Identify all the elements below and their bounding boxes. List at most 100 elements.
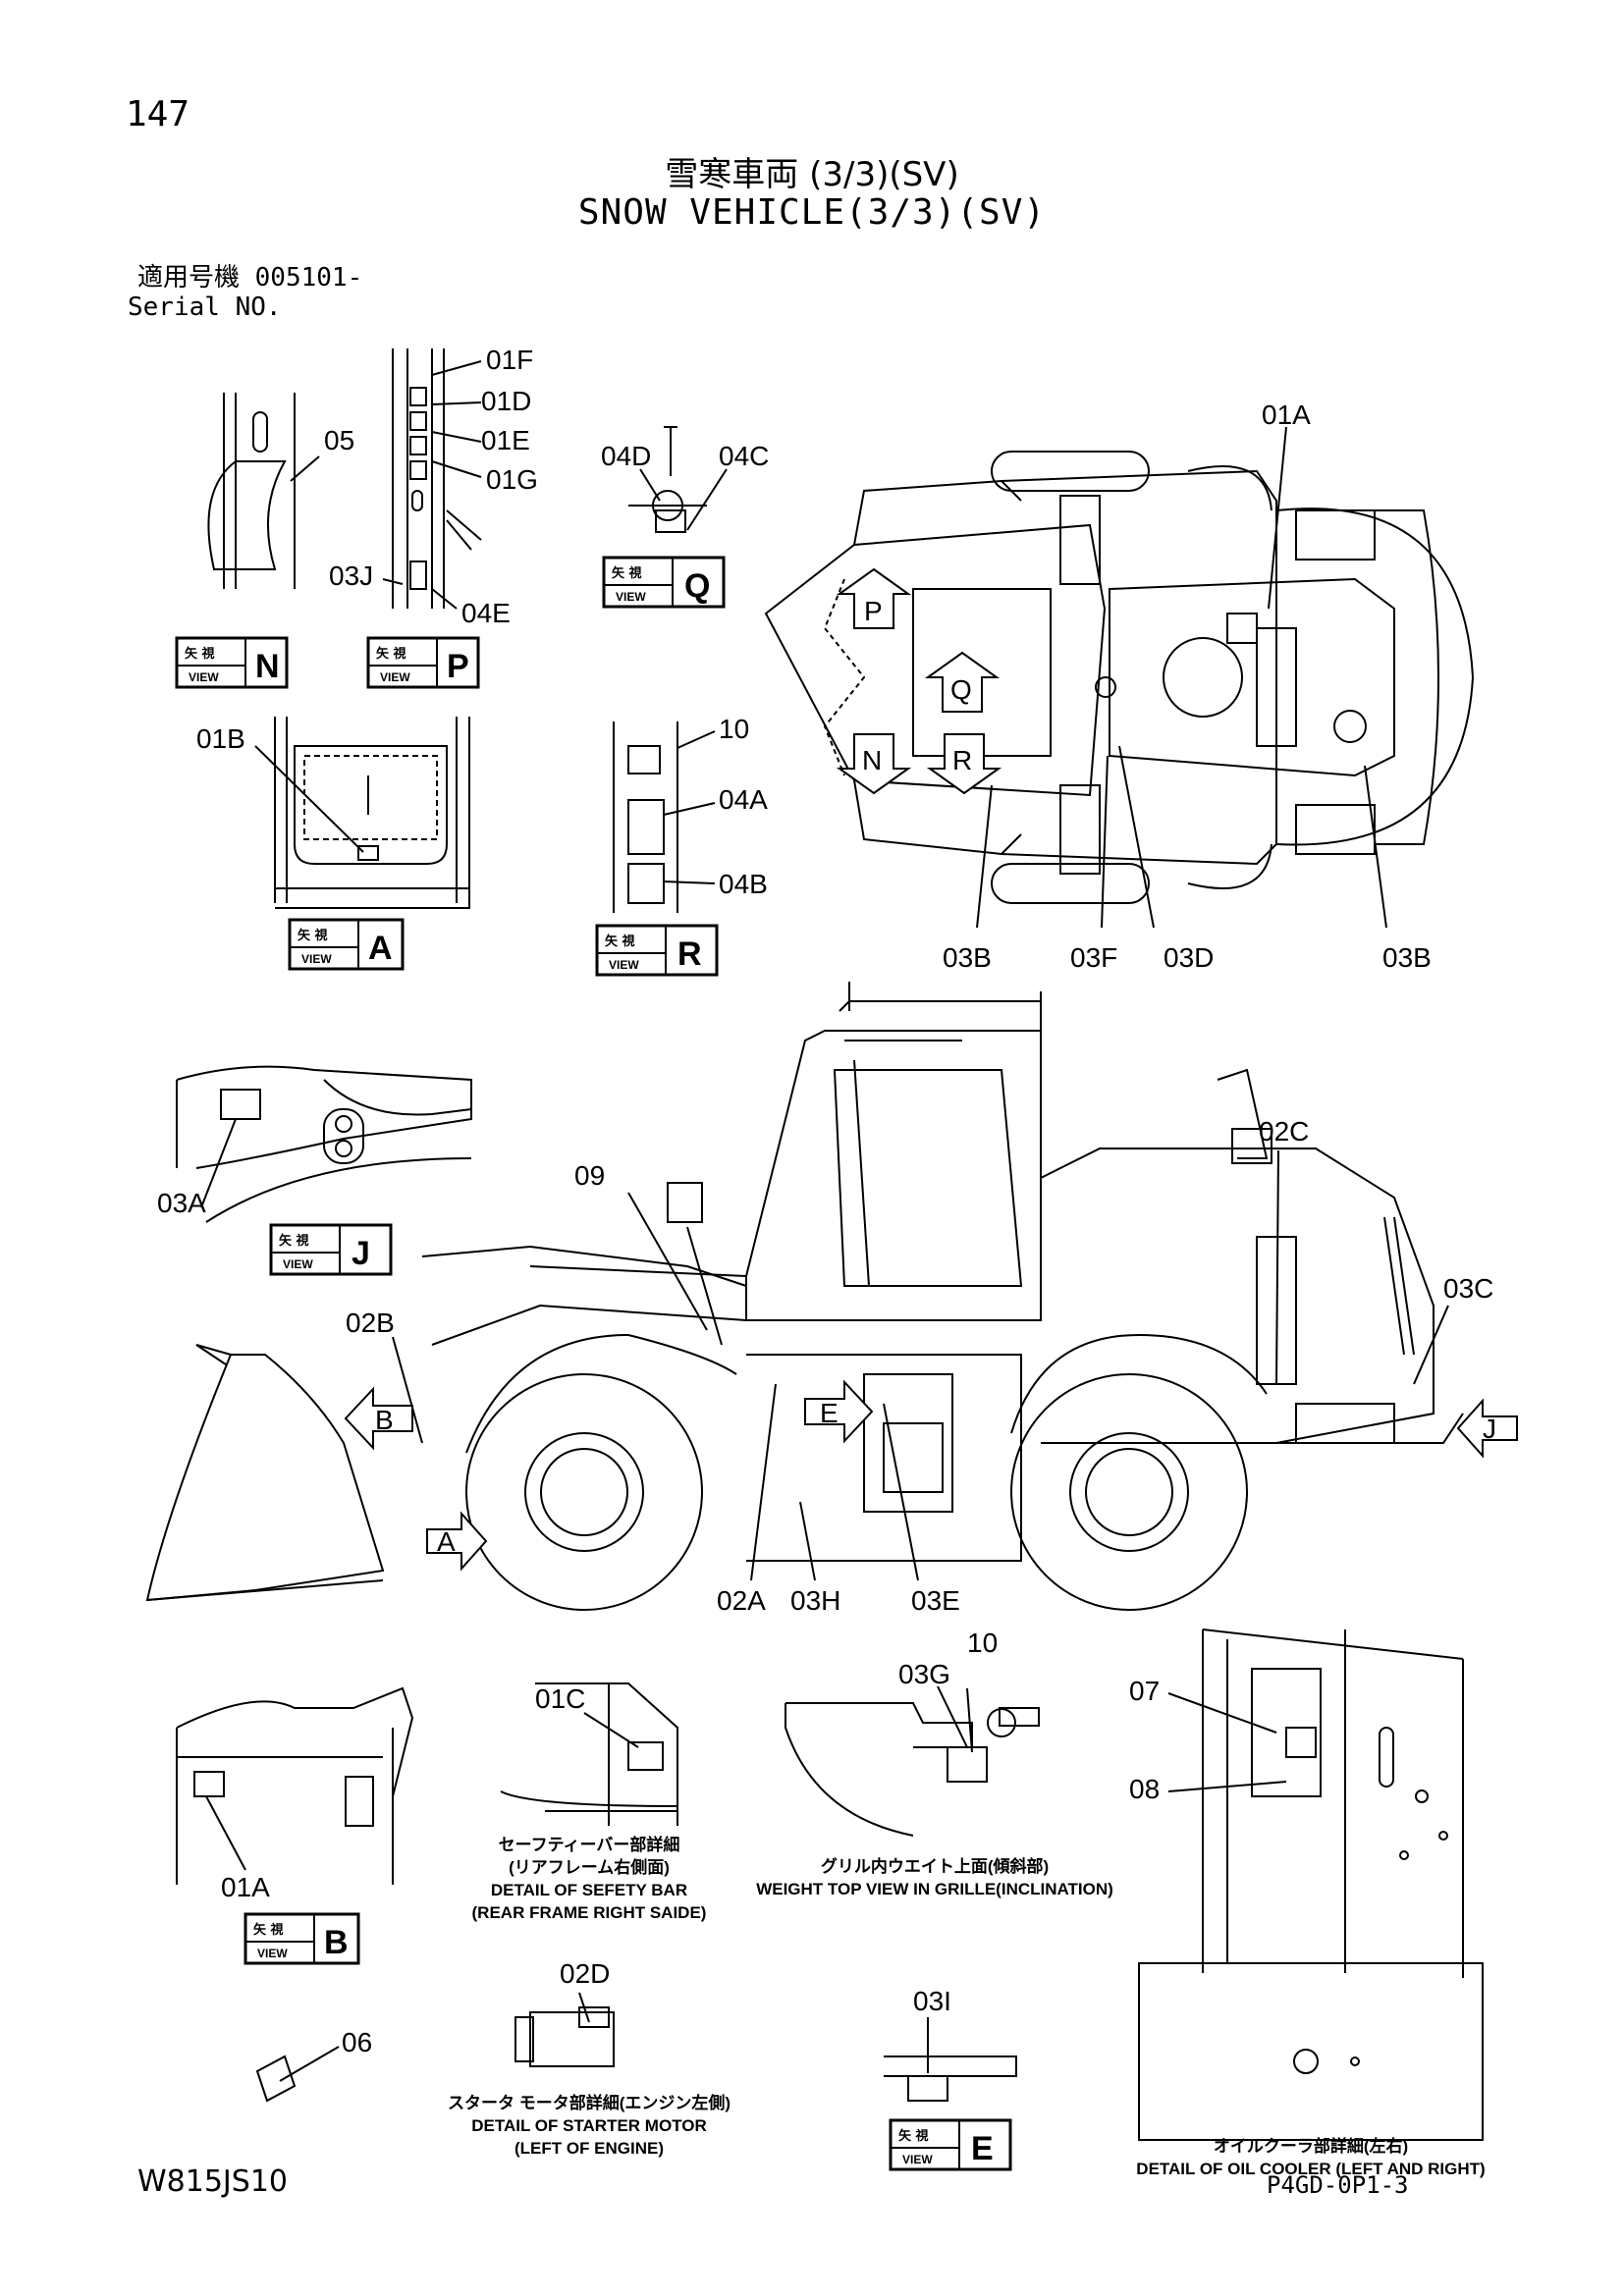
view-box-jp-text: 矢 視 <box>253 1922 284 1938</box>
view-arrow-letter: E <box>820 1398 839 1428</box>
caption-safety-bar-jp2: (リアフレーム右側面) <box>509 1857 670 1877</box>
view-arrow-letter: N <box>862 745 882 775</box>
label-03b-left: 03B <box>943 942 992 973</box>
view-box-en-text: VIEW <box>609 958 639 972</box>
label-02d: 02D <box>560 1958 610 1989</box>
view-b-drawing: 01A <box>176 1686 414 1902</box>
view-box-letter: Q <box>684 567 710 605</box>
serial-label-english: Serial NO. <box>128 293 282 322</box>
view-box-jp-text: 矢 視 <box>605 934 635 949</box>
oil-cooler-detail: 07 08 オイルクーラ部詳細(左右) DETAIL OF OIL COOLER… <box>1129 1629 1486 2178</box>
label-04e: 04E <box>461 598 511 628</box>
view-box-r: 矢 視 VIEW R <box>595 924 719 977</box>
view-arrow-a: A <box>426 1511 488 1572</box>
label-03f: 03F <box>1070 942 1117 973</box>
label-04c: 04C <box>719 441 769 471</box>
view-q-drawing: 04D 04C <box>601 426 769 533</box>
view-arrow-letter: B <box>375 1405 394 1435</box>
view-box-a: 矢 視 VIEW A <box>288 918 405 971</box>
view-box-letter: E <box>971 2130 994 2167</box>
label-04a: 04A <box>719 784 768 815</box>
label-03b-right: 03B <box>1382 942 1432 973</box>
caption-oil-cooler-jp: オイルクーラ部詳細(左右) <box>1214 2136 1408 2156</box>
serial-label-japanese: 適用号機 005101- <box>137 263 363 293</box>
label-03c: 03C <box>1443 1273 1493 1304</box>
view-p-drawing: 01F 01D 01E 01G 03J 04E <box>329 345 538 628</box>
caption-grille-jp: グリル内ウエイト上面(傾斜部) <box>821 1856 1049 1876</box>
page-code: P4GD-0P1-3 <box>1267 2171 1409 2199</box>
view-arrow-e: E <box>804 1379 874 1444</box>
label-01c: 01C <box>535 1683 585 1714</box>
view-box-jp-text: 矢 視 <box>279 1233 309 1249</box>
label-06: 06 <box>342 2027 372 2057</box>
label-03i: 03I <box>913 1986 951 2016</box>
starter-motor-detail: 02D スタータ モータ部詳細(エンジン左側) DETAIL OF STARTE… <box>448 1958 731 2158</box>
view-box-p: 矢 視 VIEW P <box>366 636 480 689</box>
view-box-q: 矢 視 VIEW Q <box>602 556 726 609</box>
label-03h: 03H <box>790 1585 840 1616</box>
view-box-en-text: VIEW <box>616 590 646 604</box>
label-10-grille: 10 <box>967 1628 998 1658</box>
view-arrow-p: P <box>836 567 912 629</box>
view-box-n: 矢 視 VIEW N <box>175 636 289 689</box>
label-03d: 03D <box>1164 942 1214 973</box>
view-box-en-text: VIEW <box>902 2153 933 2166</box>
label-09: 09 <box>574 1160 605 1191</box>
view-box-jp-text: 矢 視 <box>612 565 642 581</box>
view-arrow-q: Q <box>924 651 1001 713</box>
side-view-loader: 09 02C 03C 02B 02A 03H 03E <box>145 982 1493 1616</box>
label-02a: 02A <box>717 1585 766 1616</box>
view-box-letter: J <box>352 1235 370 1272</box>
view-arrow-r: R <box>926 733 1002 795</box>
view-arrow-letter: A <box>437 1526 456 1557</box>
view-box-letter: R <box>677 935 702 973</box>
view-box-jp-text: 矢 視 <box>376 646 406 662</box>
title-english: SNOW VEHICLE(3/3)(SV) <box>577 192 1047 233</box>
label-07: 07 <box>1129 1676 1160 1706</box>
label-03e: 03E <box>911 1585 960 1616</box>
caption-safety-bar-en1: DETAIL OF SEFETY BAR <box>491 1881 687 1899</box>
page-number: 147 <box>126 94 190 134</box>
label-05: 05 <box>324 425 354 455</box>
view-box-b: 矢 視 VIEW B <box>244 1912 360 1965</box>
label-02c: 02C <box>1259 1116 1309 1147</box>
view-arrow-letter: J <box>1483 1414 1496 1444</box>
view-box-en-text: VIEW <box>189 670 219 684</box>
view-a-drawing: 01B <box>196 717 470 909</box>
view-e-drawing: 03I <box>884 1986 1017 2102</box>
label-08: 08 <box>1129 1774 1160 1804</box>
view-box-en-text: VIEW <box>301 952 332 966</box>
label-03j: 03J <box>329 561 373 591</box>
caption-safety-bar-jp1: セーフティーバー部詳細 <box>499 1835 680 1854</box>
view-box-letter: A <box>368 930 393 967</box>
view-arrow-b: B <box>344 1386 413 1451</box>
caption-starter-jp: スタータ モータ部詳細(エンジン左側) <box>448 2093 731 2112</box>
view-arrow-j: J <box>1456 1398 1518 1459</box>
view-box-letter: P <box>447 648 469 685</box>
label-03g: 03G <box>898 1659 950 1689</box>
tag-06-detail: 06 <box>255 2027 372 2103</box>
label-01a-top: 01A <box>1262 400 1311 430</box>
caption-grille-en: WEIGHT TOP VIEW IN GRILLE(INCLINATION) <box>756 1880 1113 1898</box>
caption-starter-en2: (LEFT OF ENGINE) <box>514 2139 664 2158</box>
view-box-letter: N <box>255 648 280 685</box>
caption-oil-cooler-en: DETAIL OF OIL COOLER (LEFT AND RIGHT) <box>1136 2160 1485 2178</box>
view-box-letter: B <box>324 1924 349 1961</box>
view-j-drawing: 03A <box>157 1065 472 1223</box>
view-box-jp-text: 矢 視 <box>298 928 328 943</box>
drawing-code: W815JS10 <box>137 2164 288 2199</box>
label-02b: 02B <box>346 1308 395 1338</box>
label-01e: 01E <box>481 425 530 455</box>
label-01a-bottom: 01A <box>221 1872 270 1902</box>
view-box-e: 矢 視 VIEW E <box>889 2118 1012 2171</box>
title-japanese: 雪寒車両 (3/3)(SV) <box>665 155 959 194</box>
view-box-jp-text: 矢 視 <box>185 646 215 662</box>
label-01g: 01G <box>486 464 538 495</box>
view-arrow-letter: R <box>952 745 972 775</box>
label-01f: 01F <box>486 345 533 375</box>
label-10-r: 10 <box>719 714 749 744</box>
view-box-en-text: VIEW <box>380 670 410 684</box>
view-box-jp-text: 矢 視 <box>898 2128 929 2144</box>
caption-safety-bar-en2: (REAR FRAME RIGHT SAIDE) <box>472 1903 707 1922</box>
